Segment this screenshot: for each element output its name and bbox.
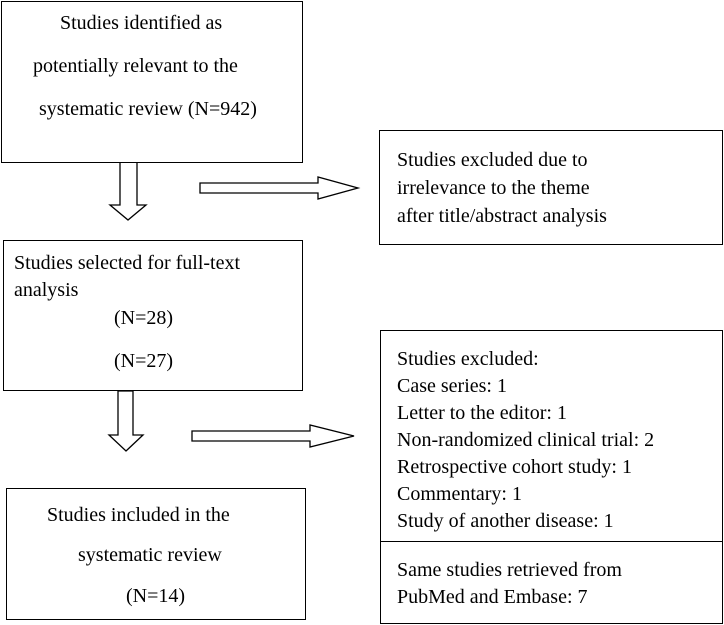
right-arrow-1	[199, 176, 361, 200]
excluded-title-line-3: after title/abstract analysis	[397, 205, 607, 227]
right-arrow-2	[191, 424, 355, 448]
excluded-letter-editor: Letter to the editor: 1	[397, 402, 567, 424]
excluded-title-line-2: irrelevance to the theme	[397, 177, 590, 199]
box-selected-full-text: Studies selected for full-text analysis …	[3, 240, 303, 391]
box-excluded-title-abstract: Studies excluded due to irrelevance to t…	[379, 130, 723, 245]
selected-count-28: (N=28)	[114, 307, 174, 329]
duplicates-line-1: Same studies retrieved from	[397, 559, 622, 581]
included-line-2: systematic review	[78, 544, 222, 566]
excluded-fulltext-heading: Studies excluded:	[397, 348, 539, 370]
excluded-other-disease: Study of another disease: 1	[397, 510, 614, 532]
box-included: Studies included in the systematic revie…	[6, 488, 306, 620]
included-count: (N=14)	[126, 585, 186, 607]
excluded-non-randomized: Non-randomized clinical trial: 2	[397, 429, 655, 451]
duplicates-line-2: PubMed and Embase: 7	[397, 586, 588, 608]
excluded-commentary: Commentary: 1	[397, 483, 522, 505]
box-identified: Studies identified as potentially releva…	[1, 1, 303, 163]
excluded-case-series: Case series: 1	[397, 375, 507, 397]
excluded-divider	[381, 541, 722, 542]
selected-line-2: analysis	[14, 279, 79, 301]
identified-line-3: systematic review (N=942)	[39, 98, 257, 120]
box-excluded-full-text: Studies excluded: Case series: 1 Letter …	[380, 330, 723, 624]
identified-line-1: Studies identified as	[60, 12, 223, 34]
down-arrow-1	[108, 161, 148, 221]
selected-line-1: Studies selected for full-text	[14, 252, 241, 274]
identified-line-2: potentially relevant to the	[33, 55, 238, 77]
selected-count-27: (N=27)	[114, 350, 174, 372]
down-arrow-2	[107, 390, 145, 452]
excluded-retrospective: Retrospective cohort study: 1	[397, 456, 632, 478]
excluded-title-line-1: Studies excluded due to	[397, 149, 588, 171]
included-line-1: Studies included in the	[47, 504, 230, 526]
